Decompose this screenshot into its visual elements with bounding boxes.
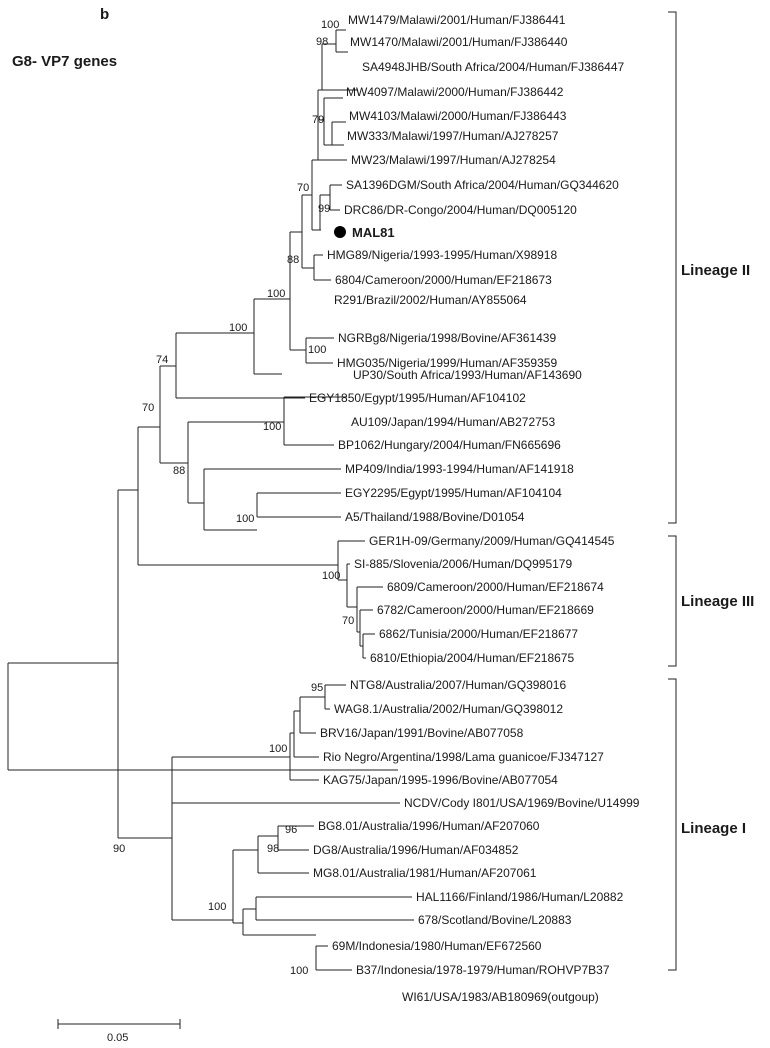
leaf-label: 6809/Cameroon/2000/Human/EF218674 [387,580,604,594]
bootstrap-value: 96 [285,824,297,836]
leaf-label: UP30/South Africa/1993/Human/AF143690 [353,368,582,382]
lineage-ii-label: Lineage II [681,262,750,279]
leaf-label: DRC86/DR-Congo/2004/Human/DQ005120 [344,203,577,217]
leaf-label: B37/Indonesia/1978-1979/Human/ROHVP7B37 [356,963,610,977]
leaf-label: HAL1166/Finland/1986/Human/L20882 [416,890,624,904]
bootstrap-value: 100 [263,421,281,433]
leaf-labels: MW1479/Malawi/2001/Human/FJ386441 MW1470… [309,13,640,1004]
bootstrap-value: 99 [318,203,330,215]
leaf-label: GER1H-09/Germany/2009/Human/GQ414545 [369,534,615,548]
tree-branches [7,11,677,1029]
leaf-label: NCDV/Cody I801/USA/1969/Bovine/U14999 [404,796,640,810]
bootstrap-value: 100 [269,743,287,755]
leaf-label: AU109/Japan/1994/Human/AB272753 [351,415,555,429]
leaf-label: 6782/Cameroon/2000/Human/EF218669 [377,603,594,617]
panel-label: b [100,6,109,23]
leaf-label-mal81: MAL81 [352,225,395,240]
bootstrap-value: 79 [312,114,324,126]
leaf-label: R291/Brazil/2002/Human/AY855064 [334,293,527,307]
leaf-label: Rio Negro/Argentina/1998/Lama guanicoe/F… [323,750,604,764]
leaf-label: MW23/Malawi/1997/Human/AJ278254 [351,153,556,167]
scale-bar-label: 0.05 [107,1032,128,1044]
bootstrap-value: 88 [173,465,185,477]
bootstrap-value: 100 [308,344,326,356]
leaf-label: WAG8.1/Australia/2002/Human/GQ398012 [334,702,563,716]
leaf-label: 6804/Cameroon/2000/Human/EF218673 [335,273,552,287]
bootstrap-value: 100 [229,322,247,334]
lineage-iii-bracket [668,535,677,667]
leaf-label: DG8/Australia/1996/Human/AF034852 [313,843,519,857]
leaf-label: SA4948JHB/South Africa/2004/Human/FJ3864… [362,60,624,74]
leaf-label: NTG8/Australia/2007/Human/GQ398016 [350,678,566,692]
leaf-label: NGRBg8/Nigeria/1998/Bovine/AF361439 [338,331,556,345]
leaf-label: BP1062/Hungary/2004/Human/FN665696 [338,438,561,452]
bootstrap-value: 70 [297,182,309,194]
bootstrap-value: 95 [311,682,323,694]
leaf-label: MG8.01/Australia/1981/Human/AF207061 [313,866,537,880]
bootstrap-value: 100 [322,570,340,582]
lineage-i-bracket [668,678,677,971]
leaf-label: EGY2295/Egypt/1995/Human/AF104104 [345,486,562,500]
leaf-label: HMG89/Nigeria/1993-1995/Human/X98918 [327,248,557,262]
bootstrap-value: 100 [236,513,254,525]
leaf-label: MP409/India/1993-1994/Human/AF141918 [345,462,574,476]
bootstrap-value: 70 [342,615,354,627]
leaf-label: MW1479/Malawi/2001/Human/FJ386441 [348,13,566,27]
bootstrap-value: 100 [321,19,339,31]
leaf-label: MW1470/Malawi/2001/Human/FJ386440 [350,35,568,49]
bootstrap-value: 88 [287,254,299,266]
leaf-label: 6862/Tunisia/2000/Human/EF218677 [379,627,578,641]
leaf-label: A5/Thailand/1988/Bovine/D01054 [345,510,525,524]
bootstrap-value: 100 [208,901,226,913]
bootstrap-value: 90 [113,843,125,855]
leaf-label: 6810/Ethiopia/2004/Human/EF218675 [370,651,574,665]
leaf-label: BG8.01/Australia/1996/Human/AF207060 [318,819,540,833]
leaf-label: MW4103/Malawi/2000/Human/FJ386443 [349,109,567,123]
lineage-i-label: Lineage I [681,820,746,837]
lineage-ii-bracket [668,11,677,524]
bootstrap-value: 70 [142,402,154,414]
bootstrap-value: 100 [290,965,308,977]
leaf-label: 678/Scotland/Bovine/L20883 [418,913,572,927]
leaf-label: 69M/Indonesia/1980/Human/EF672560 [332,939,542,953]
lineage-iii-label: Lineage III [681,593,754,610]
highlight-dot-icon [334,226,346,238]
leaf-label: MW4097/Malawi/2000/Human/FJ386442 [346,85,564,99]
bootstrap-value: 100 [267,288,285,300]
leaf-label: EGY1850/Egypt/1995/Human/AF104102 [309,391,526,405]
leaf-label: HMG035/Nigeria/1999/Human/AF359359 [337,356,557,370]
bootstrap-value: 74 [156,354,168,366]
leaf-label: BRV16/Japan/1991/Bovine/AB077058 [320,726,524,740]
leaf-label: KAG75/Japan/1995-1996/Bovine/AB077054 [323,773,558,787]
bootstrap-value: 98 [316,36,328,48]
leaf-label: SA1396DGM/South Africa/2004/Human/GQ3446… [346,178,619,192]
bootstrap-value: 98 [267,843,279,855]
leaf-label: MW333/Malawi/1997/Human/AJ278257 [347,129,559,143]
bootstrap-values: 100 98 79 70 99 88 100 100 100 74 70 100… [113,19,354,977]
figure-title: G8- VP7 genes [12,53,117,70]
leaf-label: SI-885/Slovenia/2006/Human/DQ995179 [354,557,572,571]
leaf-label-outgroup: WI61/USA/1983/AB180969(outgoup) [402,990,599,1004]
